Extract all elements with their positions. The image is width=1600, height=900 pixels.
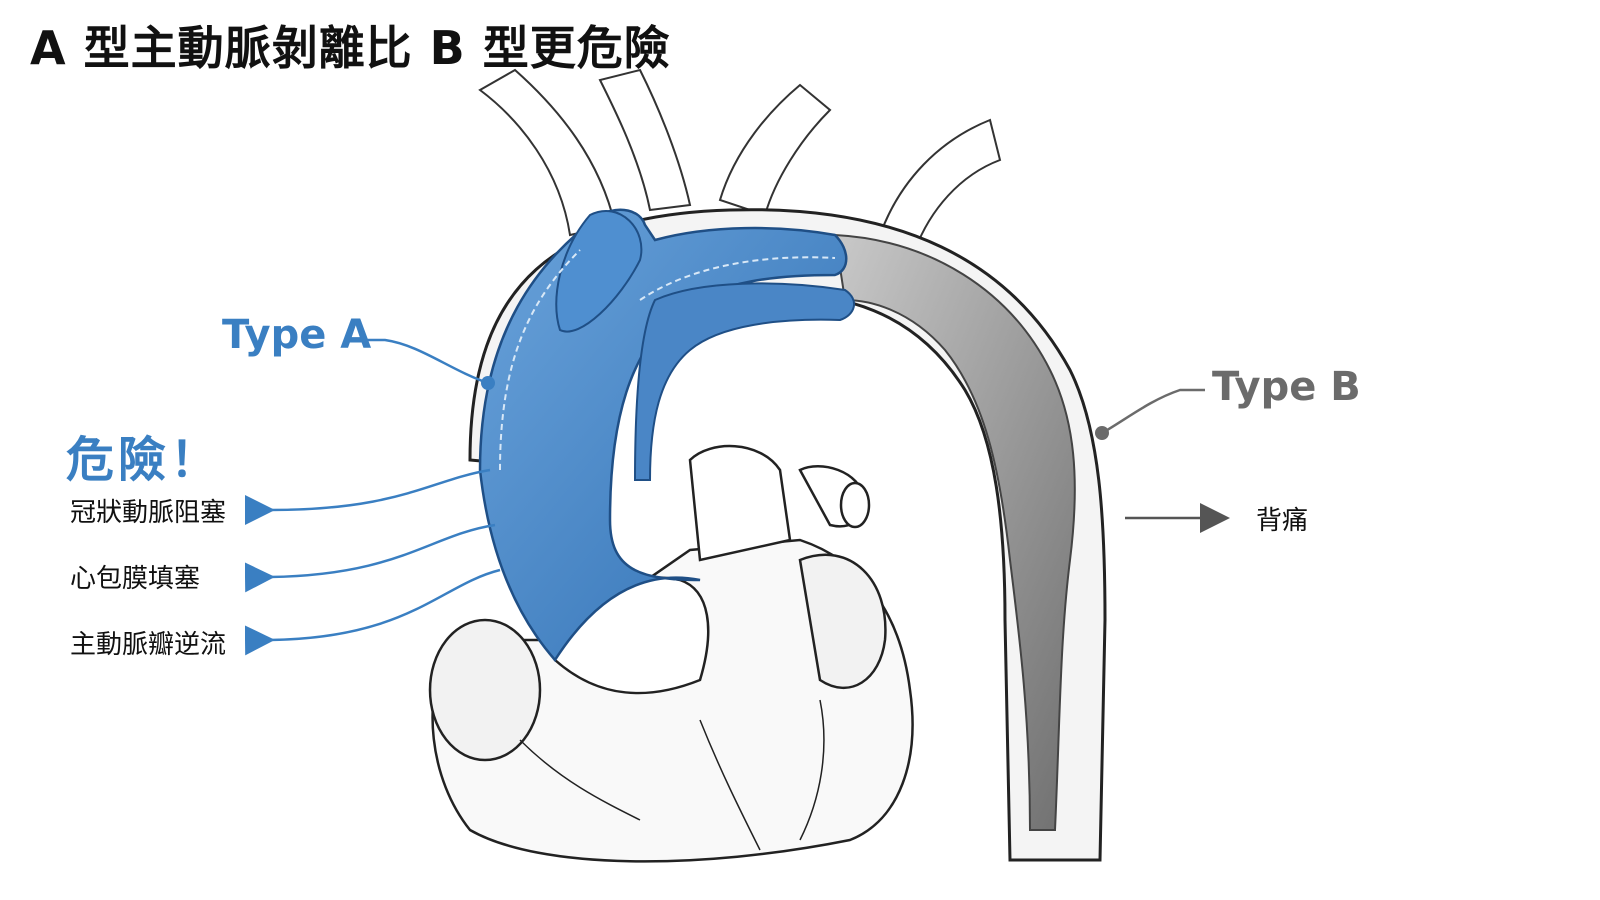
heart (428, 444, 914, 863)
consequence-coronary-obstruction: 冠狀動脈阻塞 (70, 498, 227, 528)
consequence-back-pain: 背痛 (1256, 506, 1309, 536)
consequence-arrow-regurgitation (244, 568, 501, 656)
type-b-false-lumen (833, 233, 1076, 831)
type-b-leader (1095, 388, 1205, 440)
page-title: A 型主動脈剝離比 B 型更危險 (30, 21, 671, 75)
type-b-label: Type B (1212, 364, 1361, 410)
consequence-arrow-tamponade (244, 523, 496, 593)
consequence-aortic-regurgitation: 主動脈瓣逆流 (70, 630, 227, 660)
branch-vessels (478, 68, 1002, 252)
type-b-marker-dot (1095, 426, 1109, 440)
type-a-dissection (478, 208, 855, 663)
danger-label: 危險！ (66, 432, 223, 488)
type-a-leader (360, 338, 495, 390)
consequence-pericardial-tamponade: 心包膜填塞 (70, 564, 201, 594)
type-a-label: Type A (222, 312, 372, 358)
type-a-marker-dot (481, 376, 495, 390)
consequence-arrow-coronary (244, 468, 491, 526)
